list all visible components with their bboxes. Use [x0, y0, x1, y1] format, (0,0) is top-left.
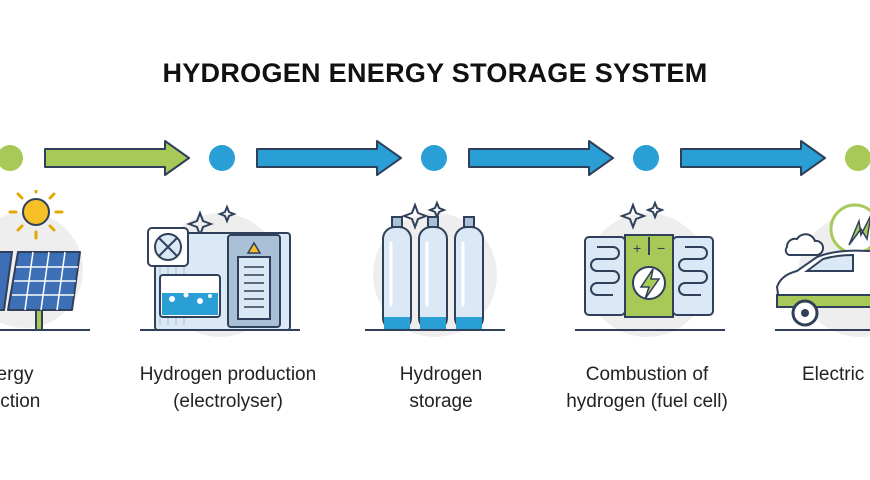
- step-label-fuel-cell: Combustion of hydrogen (fuel cell): [537, 361, 757, 415]
- step-label-line-1: Electric: [802, 364, 865, 385]
- svg-text:+: +: [633, 240, 641, 256]
- flow-arrow-1: [44, 140, 190, 176]
- step-label-energy-production: ergy uction: [0, 361, 125, 415]
- step-label-hydrogen-storage: Hydrogen storage: [331, 361, 551, 415]
- flow-arrow-2: [256, 140, 402, 176]
- flow-dot-4: [633, 145, 659, 171]
- step-label-line-2: (electrolyser): [173, 391, 283, 412]
- solar-panel-icon: [0, 190, 90, 331]
- step-label-electricity: Electric: [802, 361, 870, 388]
- flow-dot-1: [0, 145, 23, 171]
- step-label-line-2: hydrogen (fuel cell): [566, 391, 728, 412]
- fuel-cell-icon: + −: [575, 200, 725, 337]
- diagram-title: HYDROGEN ENERGY STORAGE SYSTEM: [162, 58, 708, 88]
- step-label-line-1: ergy: [0, 364, 34, 385]
- step-label-line-2: uction: [0, 391, 41, 412]
- electrolyser-icon: [140, 204, 300, 337]
- flow-arrow-4: [680, 140, 826, 176]
- step-label-line-1: Hydrogen: [399, 364, 483, 385]
- step-label-line-1: Combustion of: [585, 364, 709, 385]
- svg-text:−: −: [657, 240, 665, 256]
- flow-dot-2: [209, 145, 235, 171]
- flow-arrow-3: [468, 140, 614, 176]
- step-label-line-1: Hydrogen production: [139, 364, 317, 385]
- flow-dot-3: [421, 145, 447, 171]
- step-label-line-2: storage: [409, 391, 473, 412]
- hydrogen-tanks-icon: [365, 200, 505, 337]
- flow-dot-5: [845, 145, 870, 171]
- electric-car-icon: [775, 203, 870, 337]
- step-label-hydrogen-production: Hydrogen production (electrolyser): [118, 361, 338, 415]
